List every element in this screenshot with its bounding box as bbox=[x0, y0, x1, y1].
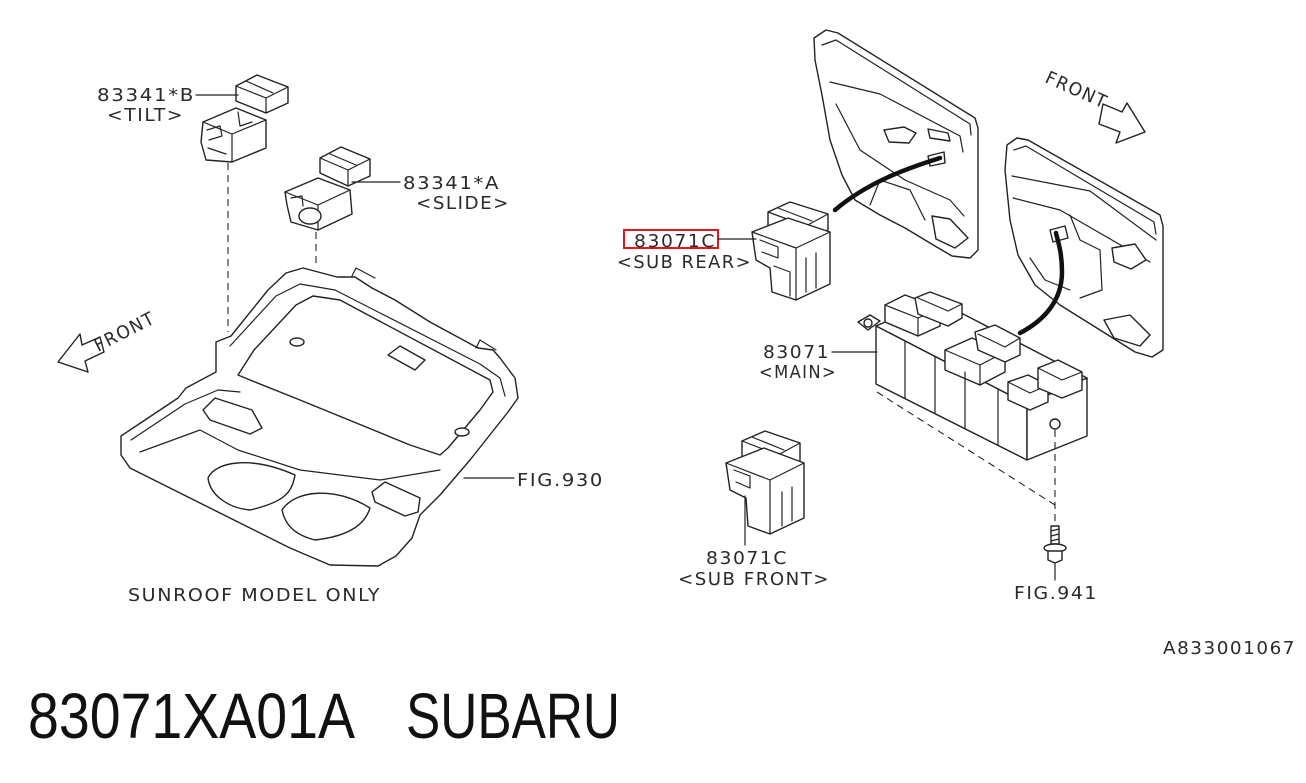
overhead-console-drawing-shape bbox=[475, 339, 497, 351]
front-door-trim-drawing-shape bbox=[1049, 225, 1069, 243]
slide-switch-drawing-shape bbox=[319, 146, 371, 187]
slide-switch-drawing-shape bbox=[290, 195, 304, 207]
main-switch-drawing-shape bbox=[1049, 418, 1061, 430]
sub-rear-switch-drawing-shape bbox=[751, 217, 831, 301]
overhead-console-drawing-shape bbox=[237, 295, 494, 456]
sub-rear-switch-drawing bbox=[751, 201, 831, 301]
screw-drawing-shape bbox=[1047, 550, 1063, 564]
front-door-trim-drawing-shape bbox=[1012, 197, 1151, 263]
tilt-switch-drawing-shape bbox=[245, 80, 274, 94]
figure-ref-console[interactable]: FIG.930 bbox=[517, 470, 604, 491]
sub-front-switch-drawing bbox=[725, 430, 805, 535]
front-door-trim-drawing-shape bbox=[1103, 314, 1151, 347]
rear-door-wire-harness bbox=[832, 155, 943, 213]
overhead-console-drawing-shape bbox=[130, 389, 241, 441]
front-direction-arrow-right: FRONT bbox=[1042, 67, 1146, 144]
front-label-right: FRONT bbox=[1042, 67, 1111, 113]
overhead-console-drawing-shape bbox=[139, 429, 441, 481]
overhead-console-drawing-shape bbox=[281, 492, 371, 541]
callout-main-part-number[interactable]: 83071 bbox=[763, 342, 830, 363]
callout-slide-description: <SLIDE> bbox=[416, 193, 510, 214]
caption-part-number: 83071XA01A bbox=[28, 680, 355, 752]
front-door-trim-drawing-shape bbox=[1069, 214, 1103, 299]
callout-sub-front-part-number[interactable]: 83071C bbox=[706, 548, 788, 569]
front-door-trim-drawing-shape bbox=[1004, 137, 1164, 358]
main-switch-drawing bbox=[857, 291, 1088, 461]
tilt-switch-drawing-shape bbox=[200, 107, 267, 163]
rear-door-trim-drawing-shape bbox=[821, 39, 972, 136]
screw-drawing-shape bbox=[1050, 528, 1060, 532]
main-switch-drawing-shape bbox=[863, 318, 873, 328]
overhead-console-drawing-shape bbox=[371, 481, 421, 517]
arrow-right-icon bbox=[1098, 102, 1146, 144]
sub-rear-switch-drawing-shape bbox=[759, 239, 779, 259]
slide-switch-drawing-shape bbox=[329, 153, 357, 166]
callout-main-description: <MAIN> bbox=[759, 362, 837, 383]
screw-drawing-shape bbox=[1050, 538, 1060, 542]
tilt-switch-drawing-shape bbox=[235, 74, 289, 114]
main-switch-drawing-shape bbox=[914, 291, 963, 327]
tilt-switch-drawing-shape bbox=[237, 111, 253, 127]
rear-door-trim-drawing-shape bbox=[869, 179, 926, 221]
front-door-trim-drawing-shape bbox=[1013, 145, 1157, 235]
overhead-console-drawing-shape bbox=[387, 345, 426, 371]
callout-sub-rear-part-number[interactable]: 83071C bbox=[634, 231, 716, 252]
caption-brand: SUBARU bbox=[406, 680, 620, 752]
rear-door-trim-drawing bbox=[813, 29, 979, 259]
diagram-code: A833001067 bbox=[1163, 638, 1296, 659]
overhead-console-drawing-shape bbox=[289, 337, 305, 347]
rear-door-trim-drawing-shape bbox=[931, 215, 969, 249]
rear-door-trim-drawing-shape bbox=[813, 29, 979, 259]
rear-door-trim-drawing-shape bbox=[883, 126, 917, 144]
callout-slide-part-number[interactable]: 83341*A bbox=[403, 173, 500, 194]
sub-front-switch-drawing-shape bbox=[751, 436, 785, 451]
overhead-console-drawing-shape bbox=[229, 283, 506, 397]
front-direction-arrow-left: FRONT bbox=[57, 308, 159, 373]
callout-tilt-part-number[interactable]: 83341*B bbox=[97, 85, 195, 106]
front-door-trim-drawing-shape bbox=[1111, 243, 1147, 270]
tilt-switch-drawing-shape bbox=[207, 147, 227, 155]
main-switch-drawing-shape bbox=[977, 333, 1021, 348]
sunroof-note: SUNROOF MODEL ONLY bbox=[128, 585, 381, 606]
main-switch-drawing-shape bbox=[917, 297, 963, 312]
front-door-wire-harness bbox=[1017, 230, 1065, 336]
sub-front-switch-drawing-shape bbox=[733, 469, 751, 489]
front-label-left: FRONT bbox=[91, 308, 159, 357]
front-door-trim-drawing bbox=[1004, 137, 1164, 358]
figure-ref-screw[interactable]: FIG.941 bbox=[1014, 583, 1098, 604]
overhead-console-drawing-shape bbox=[202, 397, 263, 435]
rear-door-trim-drawing-shape bbox=[829, 81, 964, 153]
main-switch-drawing-shape bbox=[1037, 367, 1083, 381]
sub-rear-switch-drawing-shape bbox=[773, 265, 791, 297]
overhead-console-drawing-shape bbox=[454, 427, 470, 437]
callout-tilt-description: <TILT> bbox=[107, 105, 184, 126]
rear-door-trim-drawing-shape bbox=[927, 128, 951, 142]
tilt-switch-drawing bbox=[200, 74, 289, 163]
sub-rear-switch-drawing-shape bbox=[777, 207, 813, 222]
slide-switch-drawing-shape bbox=[298, 207, 322, 225]
rear-door-trim-drawing-shape bbox=[835, 103, 965, 217]
slide-switch-drawing bbox=[284, 146, 371, 231]
callout-sub-rear-description: <SUB REAR> bbox=[617, 252, 752, 273]
callout-sub-front-description: <SUB FRONT> bbox=[678, 569, 830, 590]
screw-drawing bbox=[1043, 525, 1067, 564]
overhead-console-drawing-shape bbox=[351, 267, 376, 279]
front-door-trim-drawing-shape bbox=[1011, 175, 1157, 241]
screw-drawing-shape bbox=[1050, 533, 1060, 537]
overhead-console-drawing bbox=[120, 267, 519, 567]
arrow-left-icon bbox=[57, 333, 105, 373]
overhead-console-drawing-shape bbox=[207, 462, 296, 511]
tilt-switch-drawing-shape bbox=[206, 125, 223, 141]
